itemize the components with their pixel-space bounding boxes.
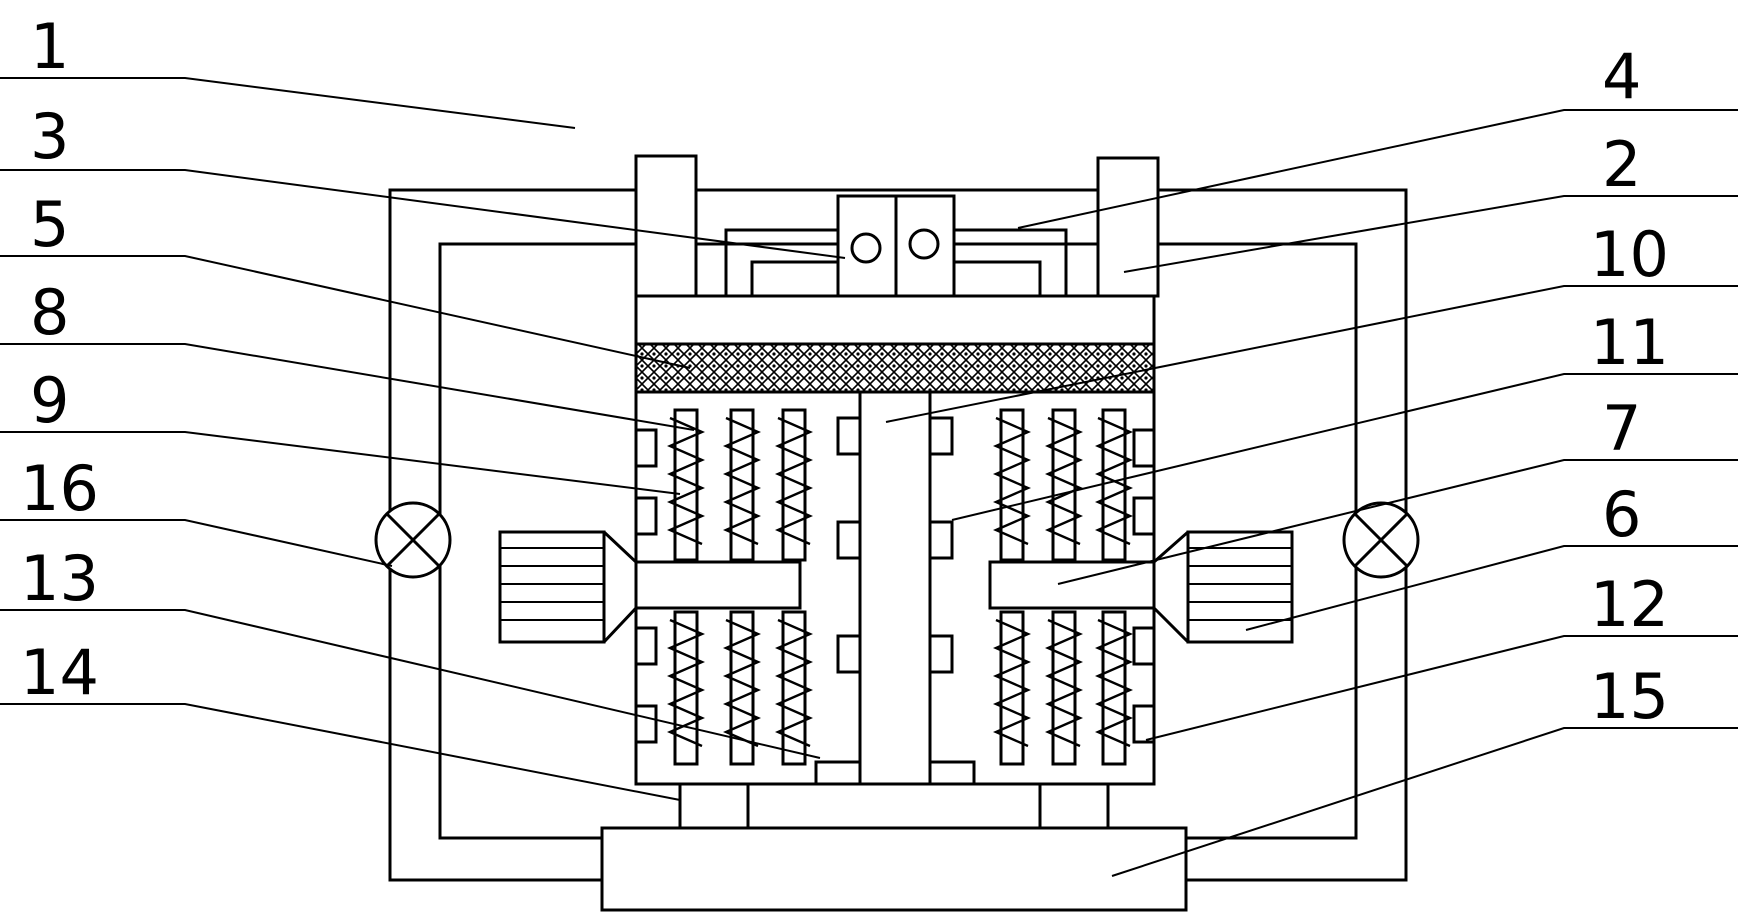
spring-rods (667, 408, 1133, 766)
top-plate (634, 294, 1156, 346)
twin-motor (836, 194, 956, 298)
spring-coil (993, 618, 1031, 748)
spring-coil (667, 416, 705, 546)
support-posts (678, 782, 1110, 830)
label-group-left: 1 3 5 8 9 16 13 14 (20, 10, 99, 709)
label-8: 8 (30, 276, 69, 349)
label-3: 3 (30, 100, 69, 173)
label-5: 5 (30, 188, 69, 261)
spring-coil (993, 416, 1031, 546)
label-4: 4 (1602, 40, 1641, 113)
label-14: 14 (20, 636, 99, 709)
horizontal-arms (634, 560, 1156, 610)
spring-coil (1045, 416, 1083, 546)
label-1: 1 (30, 10, 69, 83)
spring-coil (723, 416, 761, 546)
top-vertical-rods (634, 154, 1160, 298)
spring-coil (1095, 618, 1133, 748)
label-2: 2 (1602, 128, 1641, 201)
base-block (600, 826, 1188, 912)
label-15: 15 (1590, 660, 1669, 733)
leader-lines (0, 77, 1738, 877)
label-16: 16 (20, 452, 99, 525)
spring-coil (723, 618, 761, 748)
wall-nubs (634, 428, 1156, 744)
label-7: 7 (1602, 392, 1641, 465)
spring-coil (775, 416, 813, 546)
right-valve (1342, 501, 1420, 579)
label-6: 6 (1602, 478, 1641, 551)
left-fan (498, 530, 638, 644)
left-valve (374, 501, 452, 579)
column-nubs (836, 416, 954, 674)
central-column (858, 390, 932, 786)
label-9: 9 (30, 364, 69, 437)
right-fan (1152, 530, 1294, 644)
label-13: 13 (20, 542, 99, 615)
spring-coil (667, 618, 705, 748)
label-10: 10 (1590, 218, 1669, 291)
spring-coil (775, 618, 813, 748)
label-11: 11 (1590, 306, 1669, 379)
spring-coil (1045, 618, 1083, 748)
label-group-right: 4 2 10 11 7 6 12 15 (1590, 40, 1669, 733)
label-12: 12 (1590, 568, 1669, 641)
column-pads (814, 760, 976, 786)
